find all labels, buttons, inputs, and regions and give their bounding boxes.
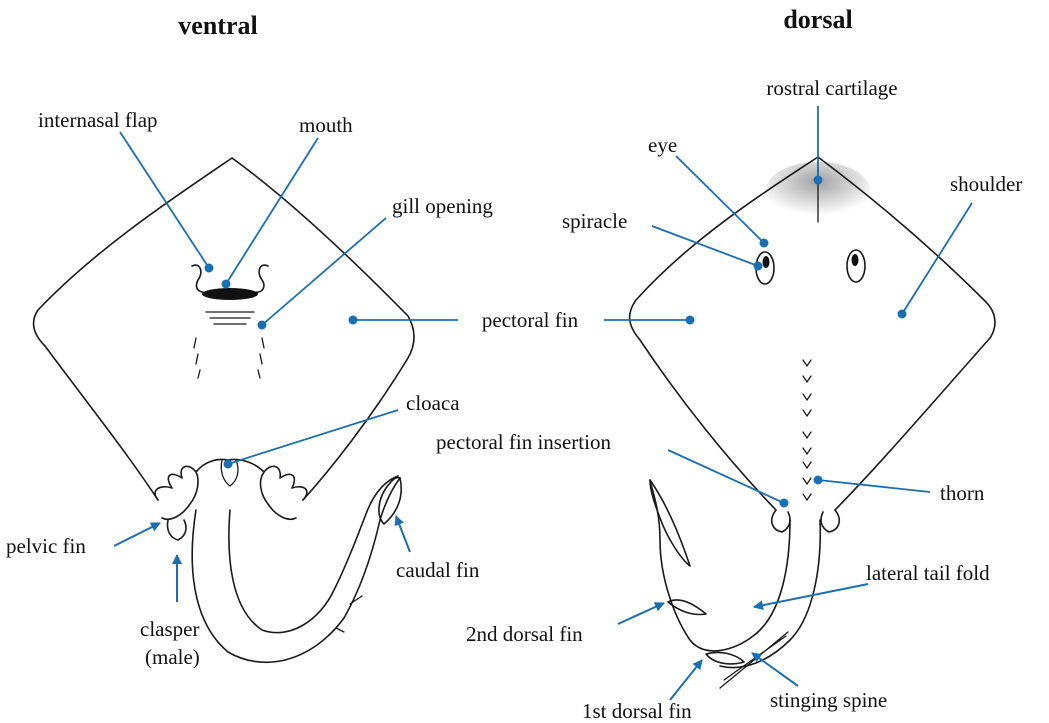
ventral-caudal-fin: [378, 476, 402, 525]
dot-cloaca: [223, 459, 233, 469]
ventral-clasper: [166, 519, 187, 541]
ventral-disc-outline: [32, 157, 415, 501]
dorsal-second-dorsal-fin: [667, 599, 707, 616]
ventral-tail-spine-marks: [335, 595, 363, 633]
label-thorn: thorn: [940, 481, 985, 505]
arrow-second-dorsal-fin: [617, 602, 665, 625]
dot-eye: [759, 238, 769, 248]
dorsal-thorn-row: [802, 359, 812, 502]
dorsal-eye-right-pupil: [851, 254, 859, 266]
dot-gill-opening: [257, 320, 267, 330]
leader-pectoral-fin-insertion: [667, 449, 785, 504]
arrow-stinging-spine: [751, 652, 799, 687]
label-shoulder: shoulder: [950, 172, 1022, 196]
label-eye: eye: [648, 133, 677, 157]
label-pectoral-fin: pectoral fin: [482, 308, 579, 332]
dorsal-tail: [649, 479, 822, 669]
leader-mouth: [225, 137, 319, 285]
label-lateral-tail-fold: lateral tail fold: [866, 561, 990, 585]
ventral-pelvic-fin-left: [154, 465, 199, 520]
label-caudal-fin: caudal fin: [396, 558, 480, 582]
dorsal-tail-fin-blade: [649, 479, 691, 567]
leader-shoulder: [901, 202, 973, 315]
label-first-dorsal-fin: 1st dorsal fin: [582, 699, 692, 723]
leader-cloaca: [227, 409, 399, 465]
arrow-caudal-fin: [394, 515, 411, 553]
arrow-first-dorsal-fin: [669, 659, 703, 701]
dorsal-ray-drawing: [628, 156, 996, 689]
dot-pectoral-fin-insertion: [779, 498, 789, 508]
heading-dorsal: dorsal: [783, 5, 852, 34]
arrow-lateral-tail-fold: [753, 583, 869, 611]
label-cloaca: cloaca: [406, 391, 460, 415]
label-rostral-cartilage: rostral cartilage: [766, 76, 897, 100]
label-pectoral-fin-insertion: pectoral fin insertion: [436, 430, 611, 454]
ventral-gill-slits: [193, 311, 265, 379]
heading-ventral: ventral: [178, 11, 257, 40]
label-clasper: clasper: [140, 617, 199, 641]
ventral-mouth-shape: [202, 288, 258, 300]
dot-pectoral-fin-dorsal: [685, 315, 695, 325]
label-stinging-spine: stinging spine: [770, 688, 887, 712]
dorsal-pelvic-left: [770, 509, 791, 533]
dot-mouth: [221, 279, 231, 289]
leader-spiracle: [651, 225, 759, 267]
dot-spiracle: [753, 261, 763, 271]
ventral-cloaca-shape: [220, 459, 239, 487]
ventral-ray-drawing: [32, 157, 415, 664]
dot-pectoral-fin-ventral: [348, 315, 358, 325]
dorsal-first-dorsal-fin: [705, 651, 745, 665]
dot-shoulder: [897, 309, 907, 319]
label-pelvic-fin: pelvic fin: [6, 534, 86, 558]
label-second-dorsal-fin: 2nd dorsal fin: [466, 622, 583, 646]
leader-internasal-flap: [119, 131, 210, 269]
dot-rostral-cartilage: [813, 175, 823, 185]
dorsal-eye-left-pupil: [762, 256, 770, 268]
arrow-pelvic-fin: [113, 522, 161, 547]
leader-thorn: [817, 479, 931, 493]
label-gill-opening: gill opening: [392, 194, 493, 218]
label-mouth: mouth: [299, 113, 353, 137]
leader-eye: [675, 155, 765, 244]
dot-thorn: [813, 475, 823, 485]
dorsal-stinging-spine-shape: [719, 631, 789, 689]
dorsal-disc-outline: [628, 156, 996, 511]
label-spiracle: spiracle: [562, 209, 627, 233]
dot-internasal-flap: [204, 263, 214, 273]
ventral-tail: [191, 475, 401, 664]
label-clasper-male: (male): [145, 645, 200, 669]
ventral-pelvic-fin-right: [259, 465, 308, 520]
dorsal-eye-right-shape: [846, 249, 866, 283]
leader-gill-opening: [261, 217, 387, 326]
label-internasal-flap: internasal flap: [38, 108, 158, 132]
dorsal-pelvic-right: [820, 509, 841, 533]
